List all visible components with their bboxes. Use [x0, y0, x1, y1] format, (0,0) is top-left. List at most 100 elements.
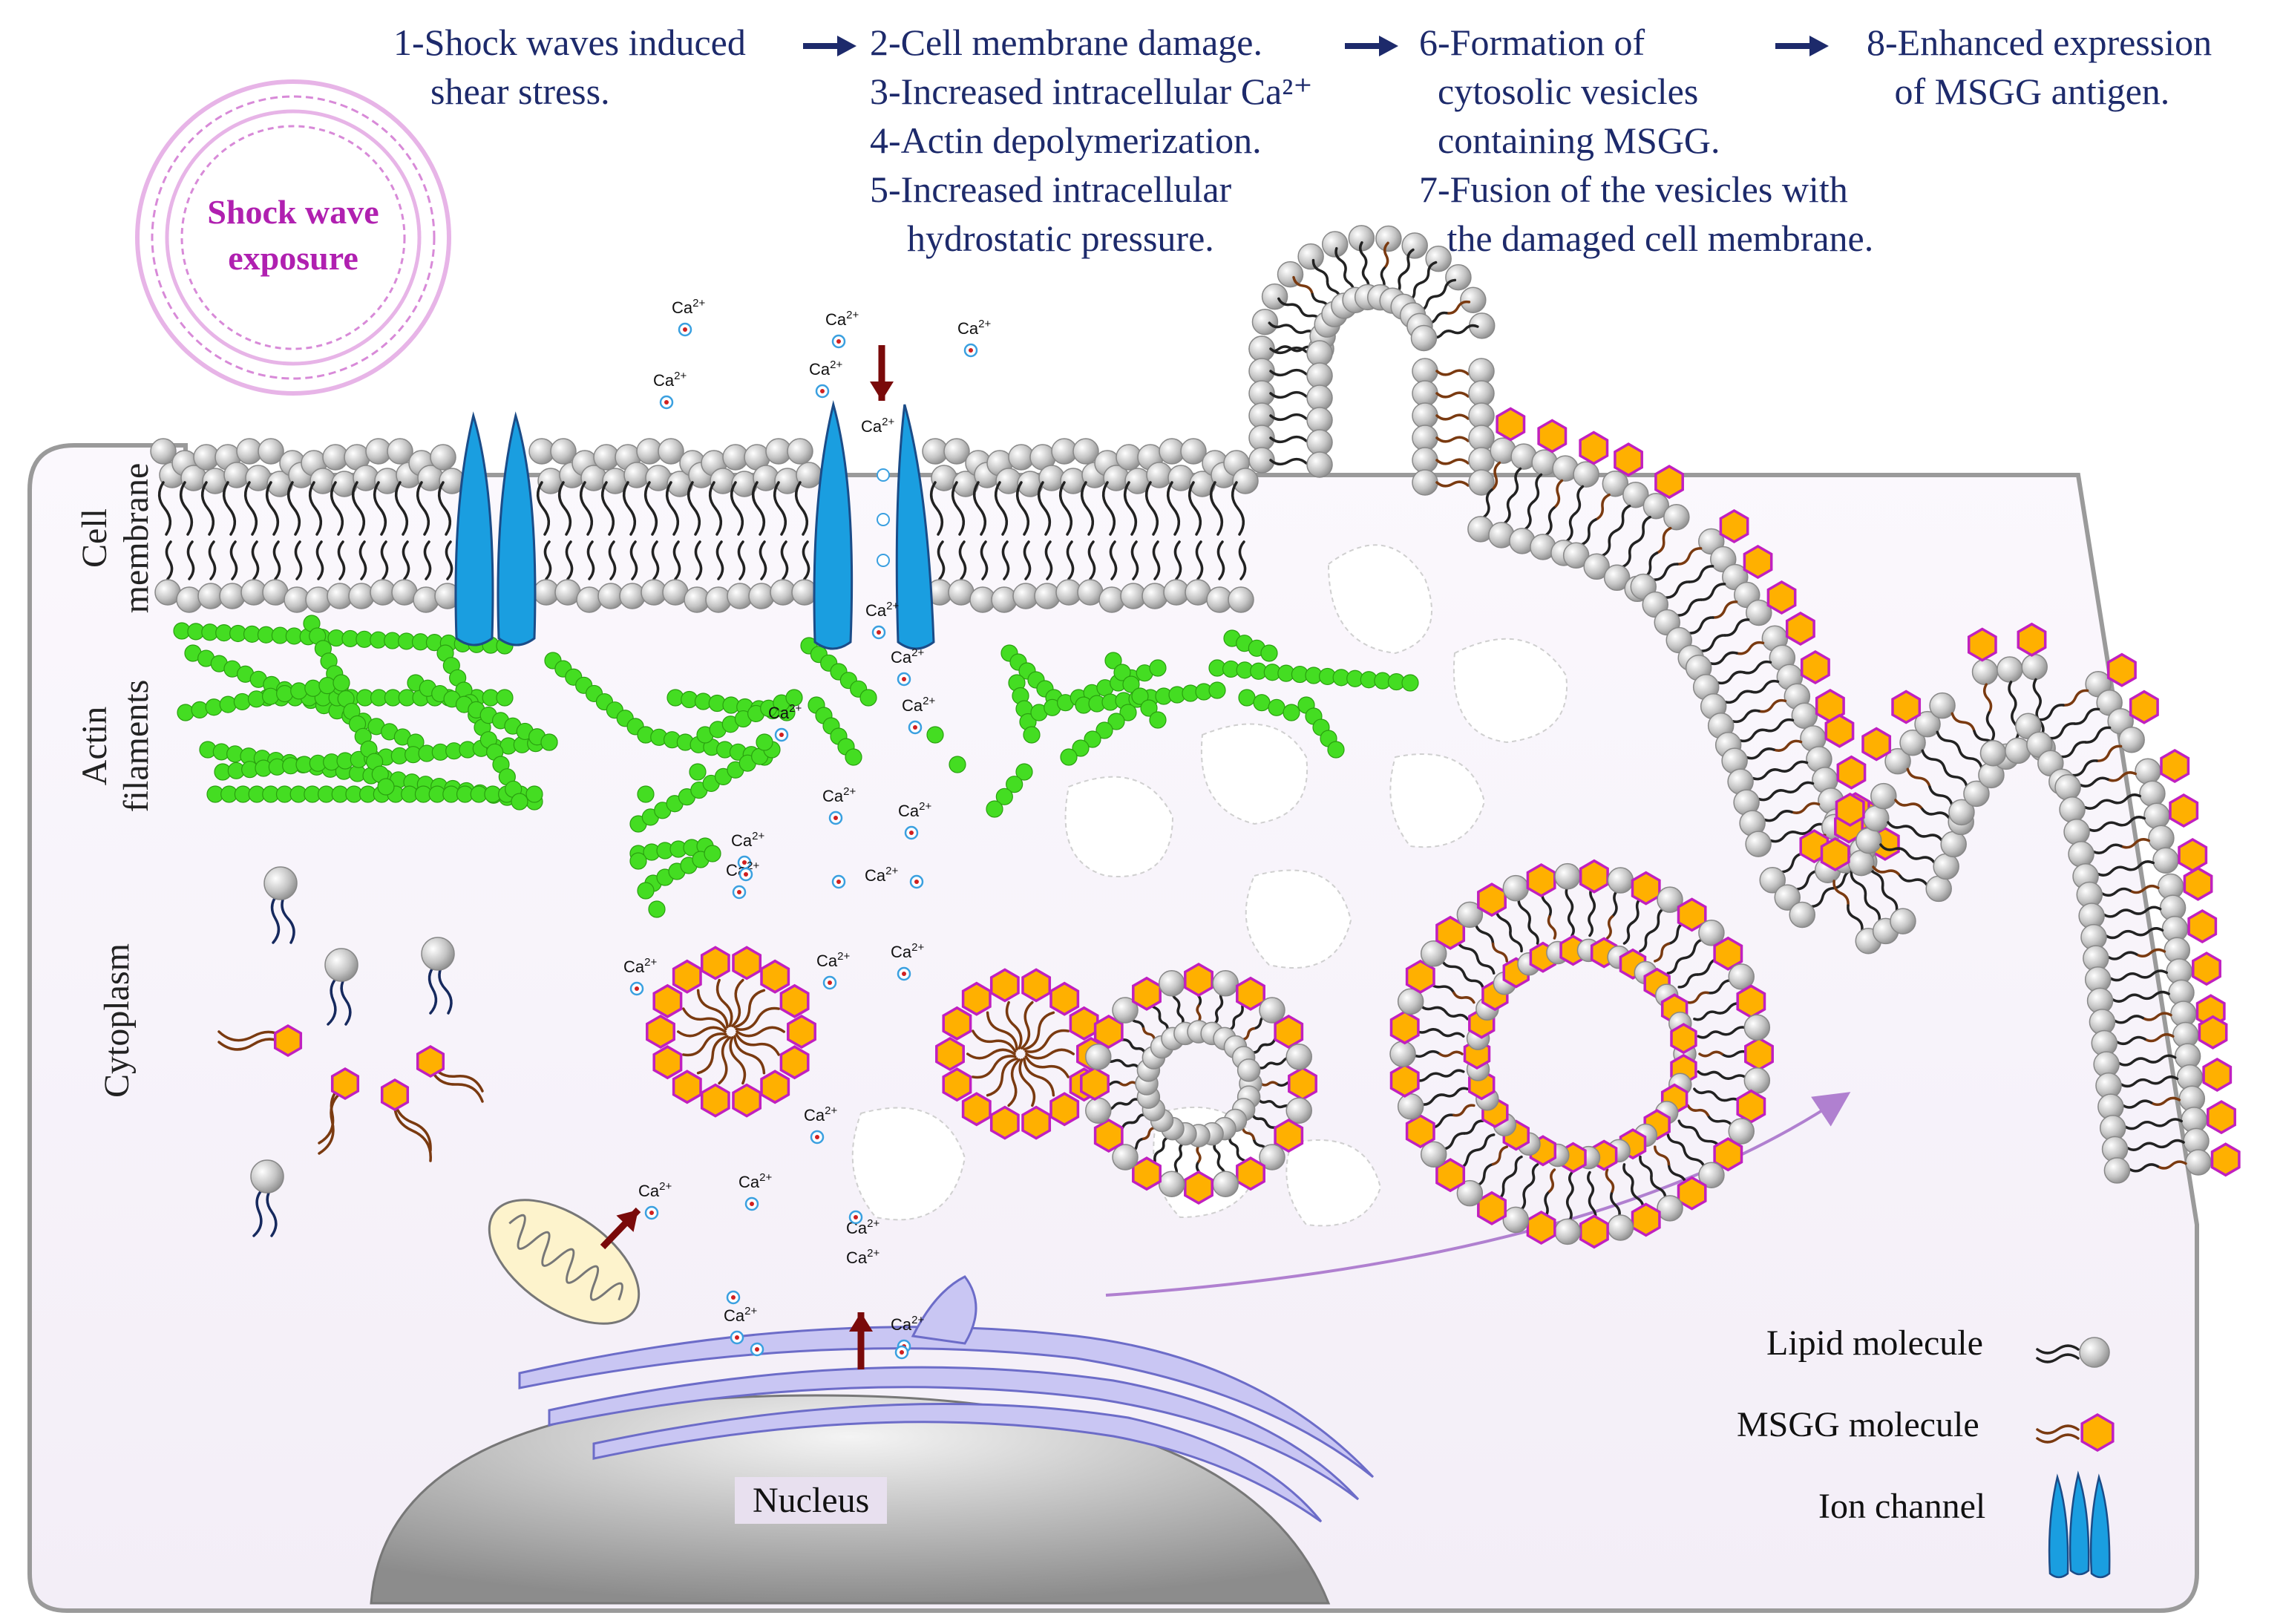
- lipid-tail: [1511, 467, 1522, 497]
- lipid-tail: [281, 893, 295, 944]
- lipid-tail: [1622, 540, 1638, 569]
- legend-channel-subunit: [2089, 1473, 2111, 1579]
- lipid-head: [1870, 782, 1897, 810]
- lipid-tail: [736, 1026, 785, 1038]
- lipid-tail: [2036, 1353, 2080, 1363]
- lipid-tail: [1435, 480, 1470, 488]
- lipid-tail: [1419, 261, 1438, 284]
- lipid-tail: [1731, 709, 1760, 724]
- lipid-head: [305, 586, 332, 613]
- lipid-tail: [1173, 540, 1182, 580]
- side-label-cytoplasm: Cytoplasm: [97, 943, 137, 1099]
- lipid-head: [1285, 1044, 1312, 1070]
- ion-channel-subunit: [497, 411, 537, 646]
- lipid-head: [2143, 802, 2170, 829]
- msgg-head: [1184, 1170, 1213, 1205]
- lipid-head: [1657, 886, 1683, 913]
- lipid-tail: [1677, 1119, 1699, 1135]
- lipid-tail: [1700, 583, 1726, 601]
- lipid-head: [1085, 1097, 1112, 1124]
- actin-monomer: [1401, 674, 1419, 692]
- vesicle-layer: [646, 859, 1774, 1249]
- calcium-ion-core: [914, 880, 919, 884]
- msgg-head: [1861, 727, 1892, 762]
- lipid-tail: [1037, 481, 1052, 536]
- msgg-head: [2169, 793, 2199, 828]
- lipid-tail: [1547, 1168, 1556, 1193]
- lipid-tail: [2141, 1012, 2172, 1021]
- msgg-head: [1405, 959, 1435, 994]
- lipid-head: [263, 866, 298, 900]
- lipid-tail: [951, 481, 966, 536]
- lipid-tail: [1440, 1132, 1466, 1150]
- msgg-head: [2129, 690, 2159, 724]
- step-arrow-1: [803, 36, 856, 56]
- lipid-tail: [1765, 718, 1795, 733]
- calcium-flow-arrow-head: [870, 382, 894, 401]
- lipid-head: [413, 586, 439, 613]
- actin-monomer: [1253, 694, 1271, 712]
- lipid-tail: [682, 1032, 727, 1057]
- lipid-tail: [1130, 540, 1139, 580]
- lipid-tail: [780, 540, 789, 580]
- lipid-head: [1321, 231, 1349, 258]
- msgg-head: [989, 968, 1020, 1003]
- lipid-tail: [251, 540, 260, 580]
- lipid-tail: [2060, 741, 2087, 759]
- msgg-head: [989, 1105, 1020, 1140]
- actin-monomer: [304, 679, 322, 697]
- lipid-tail: [1614, 504, 1631, 532]
- lipid-tail: [429, 1066, 484, 1103]
- lipid-tail: [1666, 1133, 1686, 1151]
- lipid-head: [1375, 225, 1402, 252]
- lipid-head: [619, 583, 646, 609]
- calcium-ion-core: [750, 1202, 754, 1206]
- msgg-head: [2210, 1142, 2241, 1177]
- lipid-tail: [802, 540, 810, 580]
- lipid-head: [1180, 438, 1207, 465]
- lipid-tail: [2062, 689, 2089, 707]
- lipid-head: [1743, 1014, 1771, 1041]
- lipid-tail: [986, 1057, 1018, 1097]
- lipid-tail: [972, 1055, 1017, 1079]
- legend-channel-label: Ion channel: [1818, 1487, 1986, 1526]
- lipid-tail: [759, 540, 767, 580]
- lipid-head: [1743, 1067, 1771, 1094]
- lipid-head: [1397, 988, 1424, 1015]
- msgg-head: [942, 1006, 972, 1041]
- lipid-tail: [1745, 747, 1775, 760]
- legend-channel-subunit: [2048, 1473, 2069, 1579]
- lipid-tail: [1790, 802, 1821, 814]
- lipid-tail: [252, 1186, 266, 1237]
- msgg-head: [1132, 1156, 1162, 1191]
- nucleus-label: Nucleus: [735, 1477, 888, 1524]
- lipid-tail: [1652, 563, 1679, 581]
- msgg-head: [1820, 836, 1850, 871]
- lipid-head: [1657, 1195, 1683, 1222]
- lipid-tail: [2109, 972, 2140, 982]
- lipid-tail: [1440, 1031, 1465, 1038]
- lipid-tail: [1622, 921, 1634, 945]
- calcium-label: Ca2+: [825, 309, 859, 329]
- lipid-tail: [1716, 670, 1746, 685]
- lipid-tail: [1676, 547, 1703, 566]
- lipid-tail: [1810, 886, 1835, 908]
- lipid-tail: [708, 481, 723, 536]
- lipid-tail: [696, 1035, 729, 1075]
- lipid-tail: [1080, 481, 1095, 536]
- lipid-tail: [2106, 771, 2138, 782]
- lipid-head: [1971, 658, 1999, 686]
- msgg-head: [646, 1014, 675, 1050]
- lipid-head: [1251, 308, 1279, 335]
- lipid-head: [1940, 831, 1967, 858]
- lipid-tail: [1007, 1058, 1021, 1107]
- lipid-tail: [1251, 1113, 1268, 1124]
- lipid-tail: [330, 481, 344, 536]
- lipid-head: [1306, 429, 1333, 456]
- msgg-head: [2017, 622, 2047, 657]
- lipid-tail: [2037, 704, 2065, 721]
- actin-monomer: [1119, 704, 1137, 721]
- lipid-tail: [733, 1035, 766, 1075]
- lipid-head: [2185, 1149, 2212, 1176]
- lipid-head: [1159, 970, 1185, 997]
